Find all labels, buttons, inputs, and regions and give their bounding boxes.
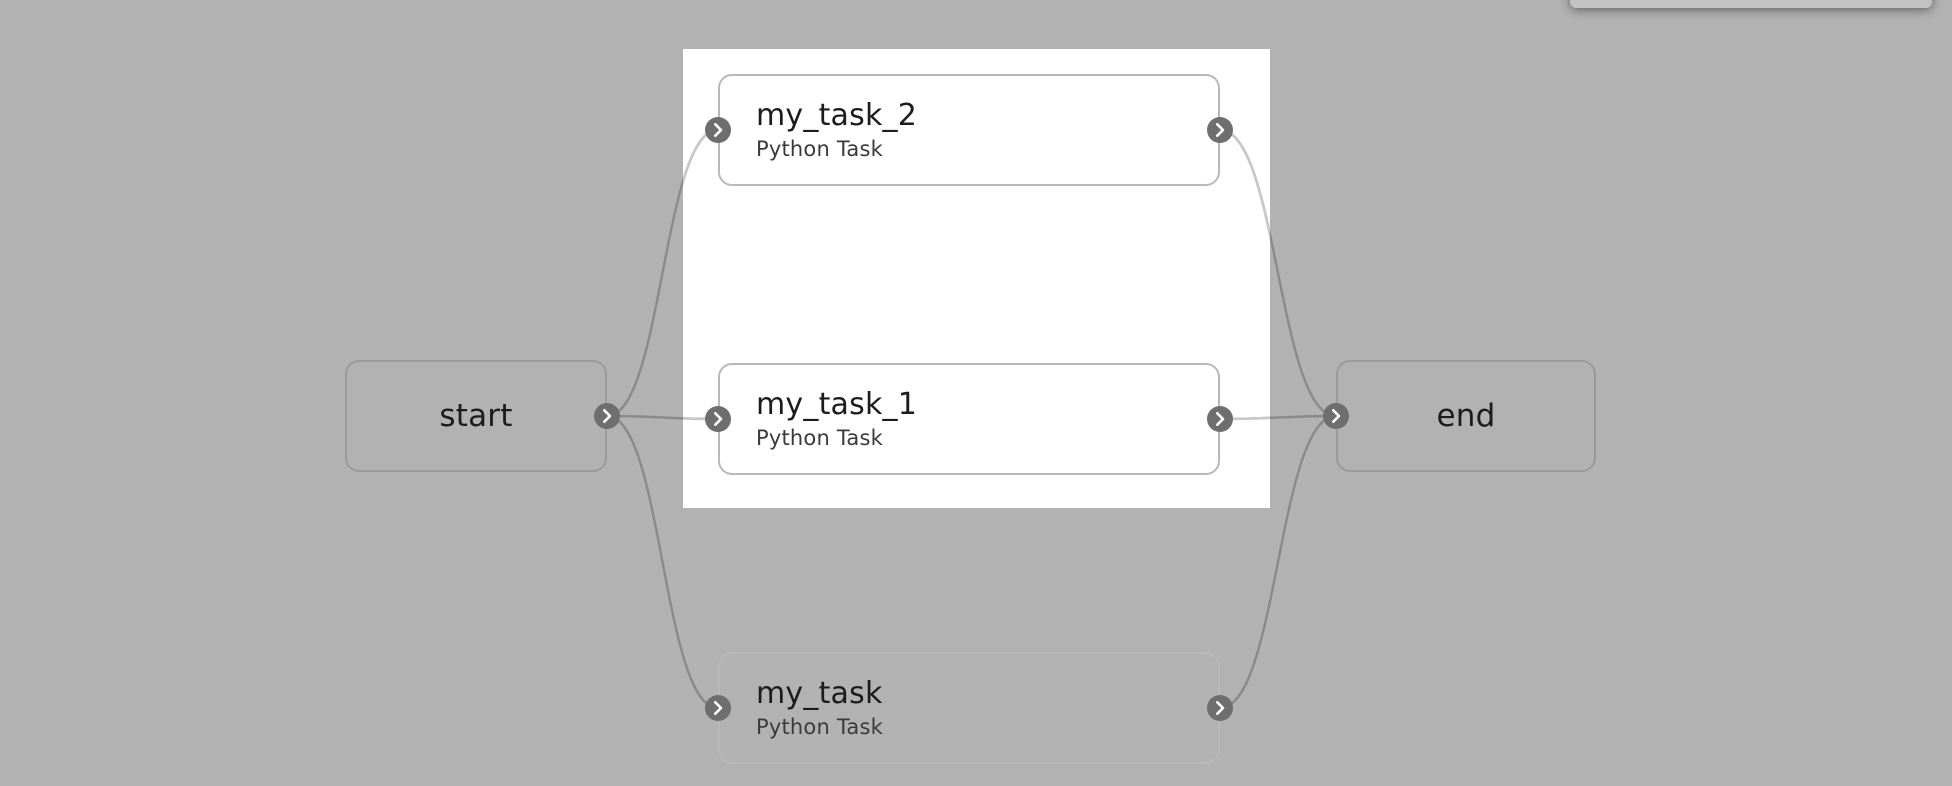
port-in-my_task_1[interactable] xyxy=(705,406,731,432)
node-title: end xyxy=(1436,398,1496,434)
node-title: start xyxy=(439,398,513,434)
node-title: my_task xyxy=(756,675,883,711)
port-out-my_task_2[interactable] xyxy=(1207,117,1233,143)
port-out-my_task[interactable] xyxy=(1207,695,1233,721)
port-out-my_task_1[interactable] xyxy=(1207,406,1233,432)
floating-panel[interactable] xyxy=(1570,0,1932,8)
node-title: my_task_1 xyxy=(756,386,918,422)
node-start[interactable]: start xyxy=(345,360,607,472)
port-in-end[interactable] xyxy=(1323,403,1349,429)
highlight-panel xyxy=(683,49,1270,508)
node-subtitle: Python Task xyxy=(756,426,883,451)
port-in-my_task[interactable] xyxy=(705,695,731,721)
node-subtitle: Python Task xyxy=(756,715,883,740)
port-in-my_task_2[interactable] xyxy=(705,117,731,143)
node-end[interactable]: end xyxy=(1336,360,1596,472)
port-out-start[interactable] xyxy=(594,403,620,429)
node-subtitle: Python Task xyxy=(756,137,883,162)
node-title: my_task_2 xyxy=(756,97,918,133)
